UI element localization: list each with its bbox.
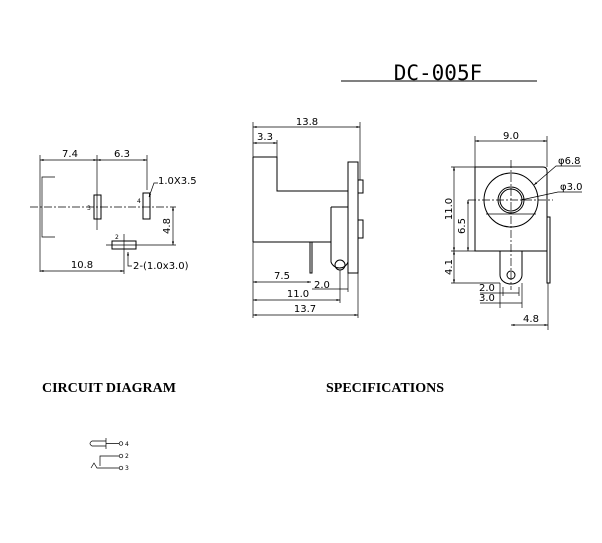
- dim-10.8: 10.8: [71, 260, 93, 271]
- pin-2-label: 2: [115, 234, 119, 241]
- dim-4.8-offset: 4.8: [523, 314, 539, 325]
- dim-2.0: 2.0: [314, 280, 330, 291]
- dim-13.8: 13.8: [296, 117, 318, 128]
- pcb-footprint-view: 7.4 6.3 3 4 2 1.0X3.5 4.8 2-(1.0x3.0) 10…: [30, 149, 197, 274]
- dim-11.0: 11.0: [287, 289, 309, 300]
- pin-2-3-size: 2-(1.0x3.0): [133, 261, 189, 272]
- circuit-pin-3: 3: [125, 465, 129, 472]
- pin-3-label: 3: [87, 205, 91, 212]
- dim-3.3: 3.3: [257, 132, 273, 143]
- pin-4-label: 4: [137, 198, 141, 205]
- side-view: 13.8 3.3 7.5 2.0 11.0 13.7: [252, 117, 364, 318]
- dim-11.0-height: 11.0: [444, 198, 455, 220]
- pin-4-pad: [142, 192, 151, 220]
- dim-3.0-pin: 3.0: [479, 293, 495, 304]
- dim-7.4: 7.4: [62, 149, 78, 160]
- pin-4-size: 1.0X3.5: [158, 176, 197, 187]
- dim-4.1: 4.1: [444, 259, 455, 275]
- inner-diameter: φ3.0: [560, 182, 583, 193]
- dim-2.0-pin: 2.0: [479, 283, 495, 294]
- dim-6.3: 6.3: [114, 149, 130, 160]
- title-block: DC-005F: [341, 61, 537, 85]
- specifications-heading: SPECIFICATIONS: [326, 381, 444, 396]
- dim-4.8: 4.8: [162, 218, 173, 234]
- circuit-pin-2: 2: [125, 453, 129, 460]
- circuit-diagram-heading: CIRCUIT DIAGRAM: [42, 381, 176, 396]
- circuit-diagram: 4 2 3: [89, 438, 129, 472]
- front-view: 9.0 11.0 6.5 4.1 2.0 3.0 4.8 φ6.8 φ3.0: [444, 131, 583, 330]
- dim-7.5: 7.5: [274, 271, 290, 282]
- dim-9.0: 9.0: [503, 131, 519, 142]
- dim-6.5: 6.5: [457, 218, 468, 234]
- pin-3-pad: [93, 194, 102, 220]
- circuit-pin-4: 4: [125, 441, 129, 448]
- dim-13.7: 13.7: [294, 304, 316, 315]
- outer-diameter: φ6.8: [558, 156, 581, 167]
